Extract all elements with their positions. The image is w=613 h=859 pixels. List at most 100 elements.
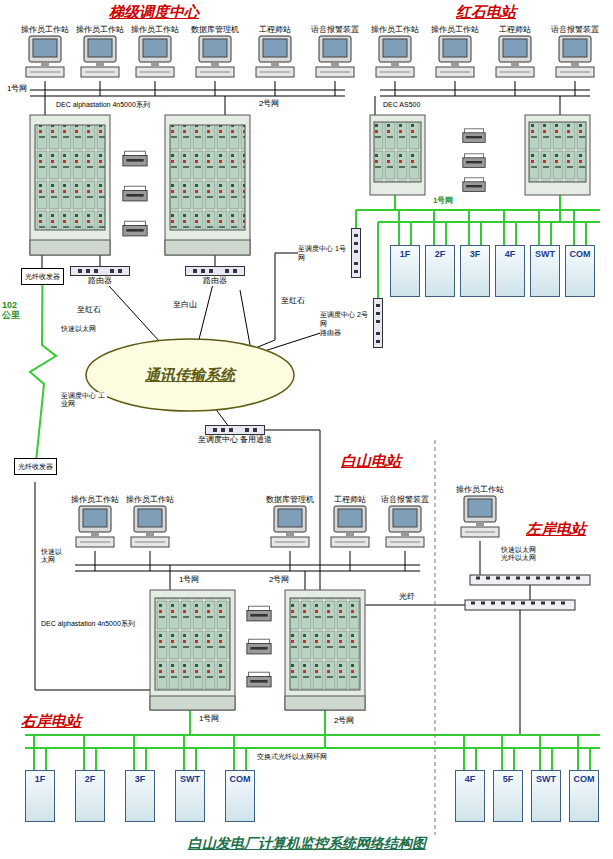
fiber-transceiver: 光纤收发器	[14, 458, 57, 475]
network-link	[266, 333, 320, 350]
workstation: 操作员工作站	[21, 25, 69, 79]
drawing-part	[376, 304, 380, 307]
drawing-part	[354, 262, 358, 265]
drawing-part	[274, 506, 306, 532]
drawing-part	[354, 250, 358, 253]
site-divider	[435, 440, 436, 835]
drawing-part	[34, 735, 590, 770]
drawing-part	[85, 72, 115, 73]
drawing-part	[286, 532, 294, 536]
monitor-icon	[130, 505, 170, 549]
drawing-part	[256, 67, 294, 77]
drawing-part	[529, 122, 586, 182]
drawing-part	[525, 115, 590, 195]
lcu-cabinet: 4F	[495, 245, 525, 297]
drawing-part	[165, 115, 250, 255]
drawing-part	[221, 428, 225, 432]
drawing-part	[30, 240, 110, 255]
node-text: 数据库管理机	[191, 25, 239, 35]
network-ellipse: 通讯传输系统	[85, 338, 295, 412]
drawing-part	[354, 234, 358, 237]
monitor-icon	[25, 35, 65, 79]
drawing-part	[196, 67, 234, 77]
router-box: 路由器	[185, 266, 245, 286]
node-text: 操作员工作站	[371, 25, 419, 35]
node-text: SWT	[532, 774, 560, 784]
lcu-cabinet: SWT	[530, 245, 560, 297]
drawing-part	[80, 542, 110, 543]
drawing-part	[500, 72, 530, 73]
drawing-part	[229, 428, 233, 432]
monitor-icon	[195, 35, 235, 79]
network-link	[30, 285, 56, 458]
network-link	[216, 410, 227, 425]
lcu-cabinet: 5F	[493, 770, 523, 822]
drawing-part	[290, 598, 360, 690]
drawing-part	[118, 269, 122, 273]
drawing-part	[356, 195, 600, 298]
monitor-icon	[435, 35, 475, 79]
lcu-cabinet: 2F	[75, 770, 105, 822]
router-box: 至调度中心 备用通道	[198, 425, 272, 445]
drawing-part	[123, 151, 147, 166]
station-title: 白山电站	[340, 452, 402, 470]
drawing-part	[139, 36, 171, 62]
drawing-part	[209, 269, 213, 273]
annotation-label: 至白山	[172, 300, 198, 310]
annotation-label: 2号网	[333, 716, 355, 726]
annotation-label: 2号网	[258, 99, 280, 109]
drawing-part	[275, 542, 305, 543]
node-text: COM	[226, 774, 254, 784]
node-text: 操作员工作站	[131, 25, 179, 35]
drawing-part	[143, 39, 167, 57]
workstation: 操作员工作站	[371, 25, 419, 79]
workstation: 工程师站	[330, 495, 370, 549]
monitor-icon	[135, 35, 175, 79]
monitor-icon	[375, 35, 415, 79]
drawing-part	[155, 598, 230, 690]
router-box: 至调度中心 2号网路由器	[320, 298, 383, 348]
drawing-part	[199, 36, 231, 62]
drawing-part	[376, 67, 414, 77]
drawing-part	[463, 129, 485, 143]
node-text: 工程师站	[499, 25, 531, 35]
link-label: 102 公里	[2, 300, 26, 320]
node-text: 2F	[426, 249, 454, 259]
drawing-part	[463, 154, 485, 168]
node-text: 操作员工作站	[71, 495, 119, 505]
node-text: 操作员工作站	[21, 25, 69, 35]
drawing-part	[247, 672, 271, 687]
drawing-part	[334, 506, 366, 532]
network-link	[199, 286, 212, 339]
drawing-part	[560, 72, 590, 73]
drawing-part	[285, 590, 365, 710]
lcu-cabinet: SWT	[531, 770, 561, 822]
drawing-part	[233, 269, 237, 273]
drawing-part	[390, 542, 420, 543]
drawing-part	[138, 509, 162, 527]
drawing-part	[335, 542, 365, 543]
node-text: COM	[566, 249, 594, 259]
lcu-cabinet: 3F	[125, 770, 155, 822]
node-text: 通讯传输系统	[145, 366, 235, 385]
workstation: 语音报警装置	[551, 25, 599, 79]
drawing-part	[331, 537, 369, 547]
lcu-cabinet: 2F	[425, 245, 455, 297]
drawing-part	[123, 221, 147, 236]
router-icon	[351, 228, 361, 278]
drawing-part	[271, 537, 309, 547]
drawing-part	[35, 125, 105, 230]
drawing-part	[131, 537, 169, 547]
node-text: 语音报警装置	[381, 495, 429, 505]
drawing-part	[35, 430, 530, 735]
router-box: 至调度中心 1号网	[298, 228, 361, 278]
node-text: 路由器	[88, 276, 112, 286]
drawing-part	[465, 532, 495, 533]
drawing-part	[88, 39, 112, 57]
lcu-cabinet: 4F	[455, 770, 485, 822]
drawing-part	[399, 210, 586, 245]
annotation-label: DEC alphastation 4n5000系列	[55, 101, 151, 109]
station-title: 左岸电站	[525, 520, 587, 538]
annotation-label: DEC AS500	[382, 101, 421, 109]
